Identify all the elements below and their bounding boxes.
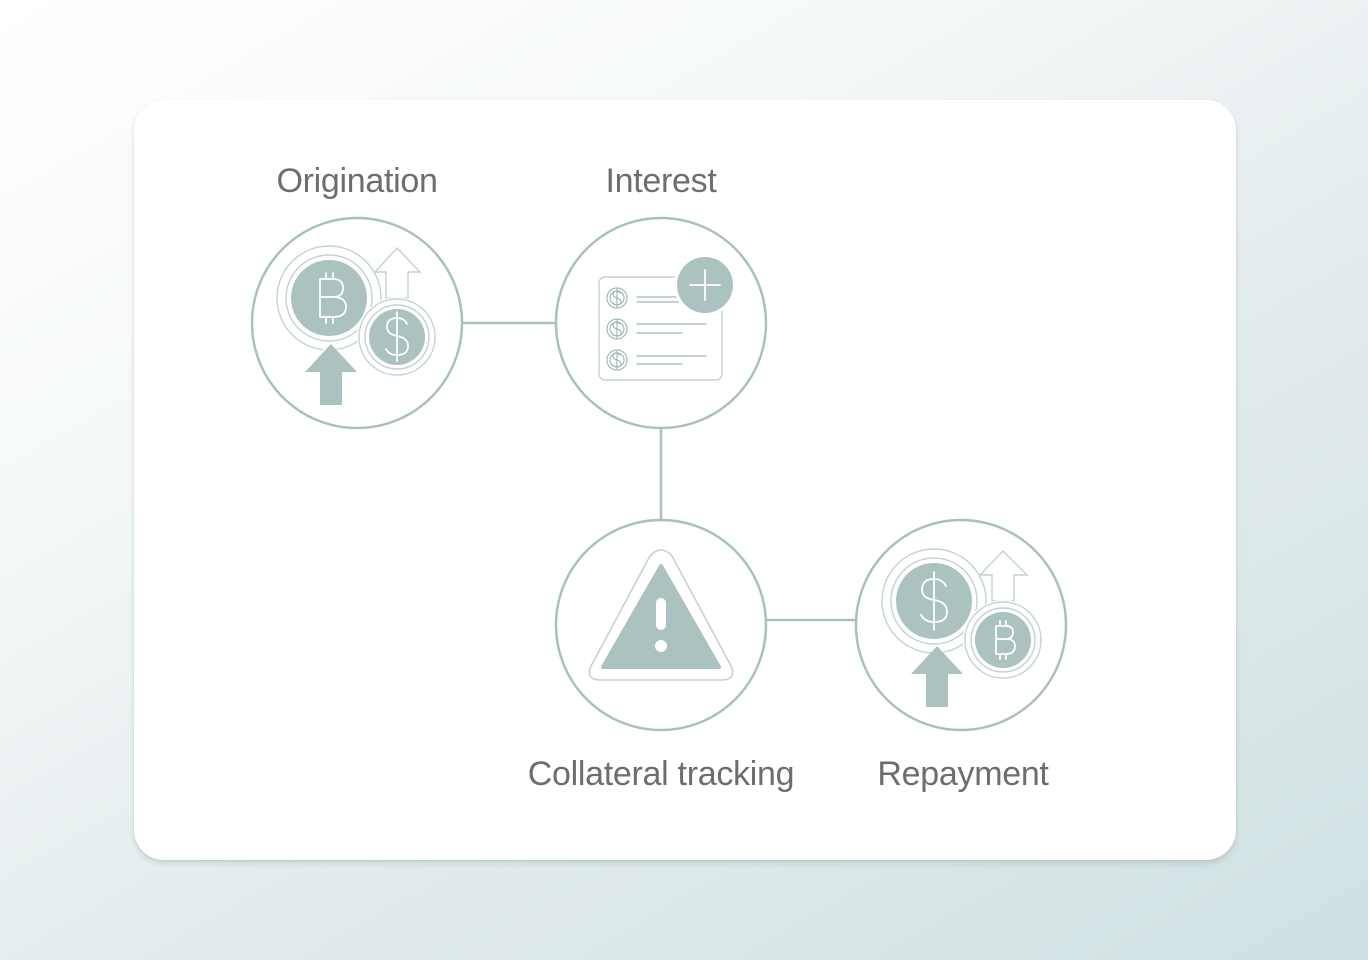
label-repayment: Repayment xyxy=(877,755,1049,793)
warning-triangle-icon xyxy=(588,549,734,681)
node-origination[interactable] xyxy=(250,216,464,430)
label-origination: Origination xyxy=(276,162,438,200)
node-repayment[interactable] xyxy=(854,518,1068,732)
ledger-plus-icon xyxy=(598,254,736,381)
label-interest: Interest xyxy=(605,162,717,200)
dollar-bitcoin-coins-up-icon xyxy=(881,548,1043,707)
label-collateral-tracking: Collateral tracking xyxy=(527,755,795,793)
node-interest[interactable] xyxy=(554,216,768,430)
bitcoin-dollar-coins-up-icon xyxy=(276,245,437,405)
node-collateral-tracking[interactable] xyxy=(554,518,768,732)
